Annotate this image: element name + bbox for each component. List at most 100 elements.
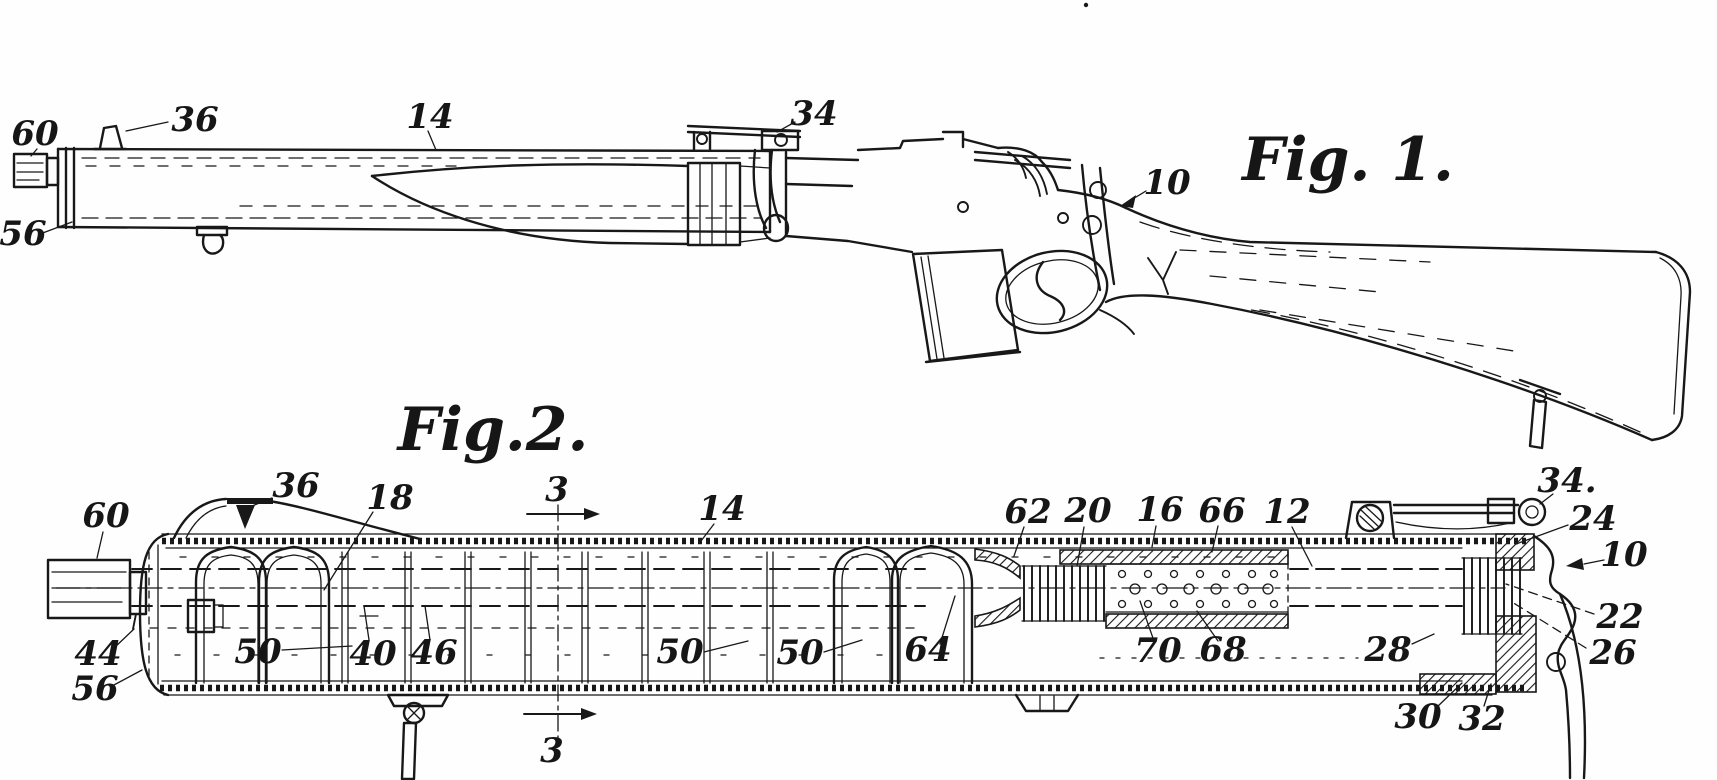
fig2-label-70: 70 bbox=[1134, 600, 1182, 671]
ref-numeral: 66 bbox=[1198, 491, 1245, 531]
receiver-outline bbox=[1532, 534, 1587, 780]
fig2-label-16: 16 bbox=[1136, 490, 1184, 548]
fig2-label-40: 40 bbox=[349, 605, 397, 674]
sling-swivel-section bbox=[386, 693, 450, 780]
fig2-label-50b: 50 bbox=[656, 632, 749, 672]
perforated-tube bbox=[1059, 549, 1289, 629]
ref-numeral: 16 bbox=[1136, 490, 1183, 530]
rear-sight bbox=[686, 124, 802, 152]
ref-numeral: 14 bbox=[698, 489, 745, 529]
fig1-label-36: 36 bbox=[125, 100, 219, 140]
perforation-holes bbox=[1117, 569, 1279, 609]
baffle-arches-front bbox=[194, 545, 331, 685]
ref-numeral: 70 bbox=[1134, 631, 1182, 671]
muzzle-cap bbox=[12, 152, 60, 189]
fig1-label-56: 56 bbox=[0, 214, 73, 254]
fig2-label-46: 46 bbox=[410, 605, 458, 673]
ref-numeral: 34 bbox=[790, 94, 837, 134]
fig2-label-24: 24 bbox=[1515, 499, 1617, 545]
buttstock bbox=[1056, 188, 1692, 442]
takedown-lug bbox=[1014, 693, 1080, 713]
barrel-shroud bbox=[56, 146, 788, 238]
ref-numeral: 64 bbox=[904, 630, 951, 670]
trigger-guard bbox=[995, 249, 1135, 335]
ref-numeral: 56 bbox=[71, 669, 118, 709]
fig2-label-60: 60 bbox=[82, 496, 130, 559]
fig1-label-10: 10 bbox=[1120, 163, 1191, 208]
ref-numeral: 50 bbox=[234, 632, 282, 672]
ref-numeral: 36 bbox=[171, 100, 218, 140]
ref-numeral: 10 bbox=[1600, 535, 1648, 575]
fig2-label-66: 66 bbox=[1198, 491, 1246, 553]
butt-sling-swivel bbox=[1518, 378, 1562, 450]
section-line-3-3: 3 3 bbox=[523, 470, 600, 771]
ref-numeral: 56 bbox=[0, 214, 47, 254]
casing-shell bbox=[138, 532, 1529, 697]
fig2-label-50a: 50 bbox=[234, 632, 353, 672]
ref-numeral: 50 bbox=[656, 632, 704, 672]
ref-numeral: 60 bbox=[11, 114, 59, 154]
fig2-label-56: 56 bbox=[71, 669, 143, 709]
ref-numeral: 14 bbox=[406, 97, 453, 137]
front-sight-blade bbox=[236, 505, 255, 529]
barrel-catch bbox=[186, 598, 224, 634]
ref-numeral: 20 bbox=[1063, 491, 1112, 531]
ref-numeral: 50 bbox=[776, 633, 824, 673]
fin-stack bbox=[1021, 565, 1107, 622]
ref-numeral: 44 bbox=[74, 634, 121, 674]
section-numeral-top: 3 bbox=[545, 470, 569, 510]
figure-2: 3 3 60 36 18 14 62 20 16 bbox=[46, 395, 1648, 780]
figure-1: 60 36 14 34 10 56 Fig. 1. bbox=[0, 94, 1692, 450]
handguard bbox=[370, 161, 771, 247]
fig2-label-20: 20 bbox=[1063, 491, 1112, 567]
paper-speck bbox=[1083, 2, 1089, 8]
ref-numeral: 18 bbox=[366, 478, 413, 518]
fig1-label-34: 34 bbox=[776, 94, 838, 134]
forward-sling-swivel bbox=[195, 225, 229, 255]
rear-plug-fins bbox=[1419, 533, 1537, 695]
magazine bbox=[911, 248, 1022, 364]
ref-numeral: 36 bbox=[272, 466, 319, 506]
front-sight-bar bbox=[227, 498, 273, 504]
fig2-label-22: 22 bbox=[1505, 583, 1644, 637]
ref-numeral: 12 bbox=[1263, 492, 1310, 532]
ref-numeral: 26 bbox=[1588, 633, 1636, 673]
bolt-handle bbox=[752, 148, 790, 243]
fig1-label-60: 60 bbox=[11, 114, 59, 157]
ref-numeral: 62 bbox=[1004, 492, 1051, 532]
ref-numeral: 22 bbox=[1595, 597, 1643, 637]
fig2-label-30: 30 bbox=[1394, 682, 1463, 737]
fig2-label-62: 62 bbox=[1004, 492, 1052, 557]
ref-numeral: 30 bbox=[1394, 697, 1442, 737]
fig2-label-50c: 50 bbox=[776, 633, 863, 673]
fig2-label-14: 14 bbox=[698, 489, 746, 542]
rear-sight-section bbox=[1344, 497, 1547, 540]
ref-numeral: 10 bbox=[1143, 163, 1191, 203]
front-cap-dome bbox=[172, 497, 422, 541]
expansion-cone bbox=[974, 548, 1021, 628]
muzzle-plug bbox=[46, 558, 148, 630]
ref-numeral: 24 bbox=[1568, 499, 1616, 539]
fig1-caption: Fig. 1. bbox=[1240, 125, 1454, 195]
ref-numeral: 40 bbox=[349, 634, 397, 674]
fig2-label-36: 36 bbox=[251, 466, 320, 507]
fig2-label-12: 12 bbox=[1263, 492, 1313, 567]
baffle-arches-rear bbox=[832, 544, 974, 685]
chamber-dividers bbox=[341, 551, 774, 684]
ref-numeral: 68 bbox=[1199, 630, 1246, 670]
fig2-label-32: 32 bbox=[1458, 683, 1506, 739]
fig2-label-18: 18 bbox=[323, 478, 414, 591]
ref-numeral: 60 bbox=[82, 496, 130, 536]
ref-numeral: 28 bbox=[1363, 630, 1411, 670]
ref-numeral: 32 bbox=[1458, 699, 1505, 739]
fig2-caption: Fig.2. bbox=[396, 395, 589, 465]
fig2-label-44: 44 bbox=[74, 628, 135, 674]
ref-numeral: 46 bbox=[410, 633, 457, 673]
fig2-label-64: 64 bbox=[904, 595, 956, 670]
fig2-label-26: 26 bbox=[1511, 601, 1637, 673]
fig1-label-14: 14 bbox=[406, 97, 454, 151]
fig2-label-10: 10 bbox=[1566, 535, 1648, 575]
fig2-label-34: 34. bbox=[1537, 461, 1597, 505]
